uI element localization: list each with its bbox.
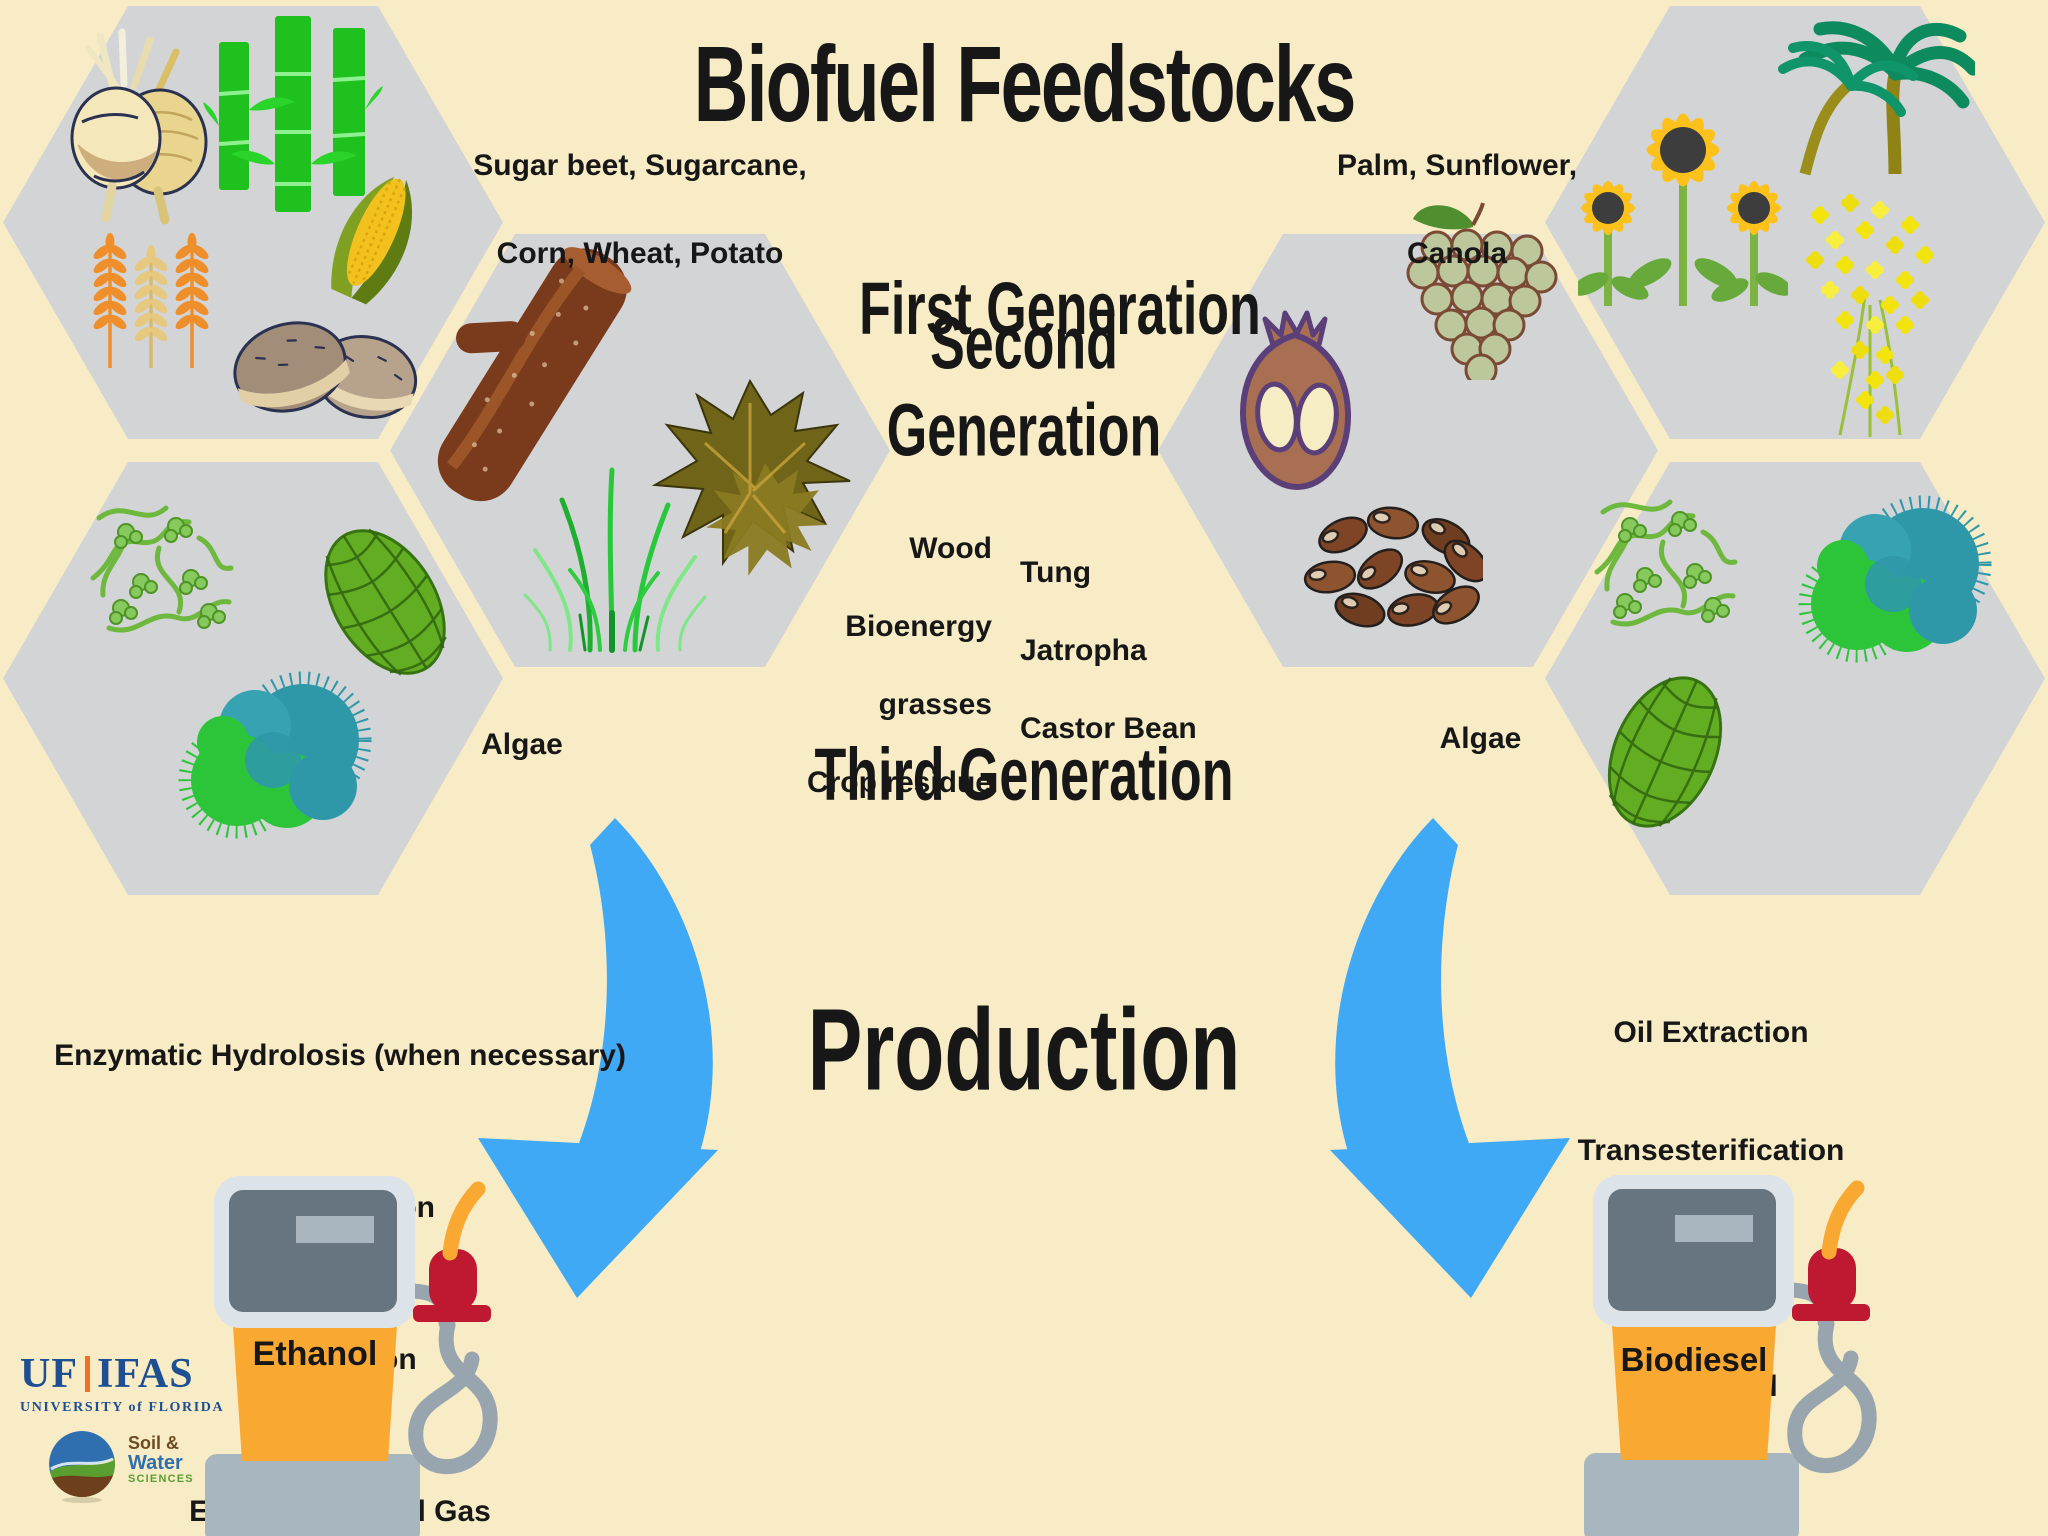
first-generation-label: First Generation [859, 268, 1261, 352]
production-step: Oil Extraction [1613, 1016, 1809, 1049]
second-gen-left-feedstocks: Wood Bioenergy grasses Crop residue [806, 532, 992, 799]
first-gen-right-feedstocks: Palm, Sunflower, Canola [1336, 149, 1578, 270]
sunflowers-icon [1578, 112, 1788, 306]
sciences-label: SCIENCES [128, 1472, 194, 1485]
water-label: Water [128, 1451, 183, 1474]
second-generation-label: Second Generation [886, 303, 1162, 473]
arrow-down-left-icon [567, 818, 713, 1180]
ifas-logo-text: IFAS [97, 1351, 194, 1397]
tung-fruit-icon [1239, 310, 1352, 491]
uf-divider [85, 1356, 90, 1392]
uf-ifas-logo: UF IFAS UNIVERSITY of FLORIDA [20, 1350, 224, 1416]
uf-subtitle: UNIVERSITY of FLORIDA [20, 1400, 225, 1415]
soil-label: Soil & [128, 1433, 180, 1453]
algae-label-right: Algae [1439, 722, 1522, 755]
corn-icon [331, 176, 412, 305]
first-gen-left-feedstocks: Sugar beet, Sugarcane, Corn, Wheat, Pota… [473, 149, 807, 270]
dried-leaves-icon [651, 378, 851, 576]
uf-logo-text: UF [20, 1351, 78, 1397]
soil-water-globe-icon [49, 1431, 115, 1503]
soil-water-sciences-logo: Soil & Water SCIENCES [46, 1428, 194, 1504]
potato-icon [233, 321, 418, 419]
third-generation-label: Third Generation [814, 734, 1234, 818]
algae-label-left: Algae [481, 728, 563, 761]
biodiesel-pump-label: Biodiesel [1621, 1341, 1768, 1378]
sugar-beet-icon [70, 28, 208, 225]
jatropha-fruit-icon [1406, 202, 1558, 380]
palm-trees-icon [1778, 21, 1975, 176]
biodiesel-pump-icon: Biodiesel [1574, 1164, 1894, 1536]
second-gen-right-feedstocks: Tung Jatropha Castor Bean [1020, 556, 1197, 745]
ethanol-pump-icon: Ethanol [195, 1165, 515, 1536]
wheat-icon [91, 233, 211, 368]
arrow-down-right-icon [1335, 818, 1481, 1180]
sugarcane-icon [203, 16, 383, 212]
ethanol-pump-label: Ethanol [253, 1335, 378, 1373]
production-label: Production [807, 985, 1241, 1115]
production-step: Enzymatic Hydrolosis (when necessary) [54, 1039, 626, 1072]
bioenergy-grass-icon [523, 467, 707, 653]
canola-icon [1806, 194, 1934, 437]
wood-log-icon [437, 247, 632, 502]
production-step: Transesterification [1577, 1134, 1845, 1167]
page-title: Biofuel Feedstocks [693, 24, 1357, 145]
